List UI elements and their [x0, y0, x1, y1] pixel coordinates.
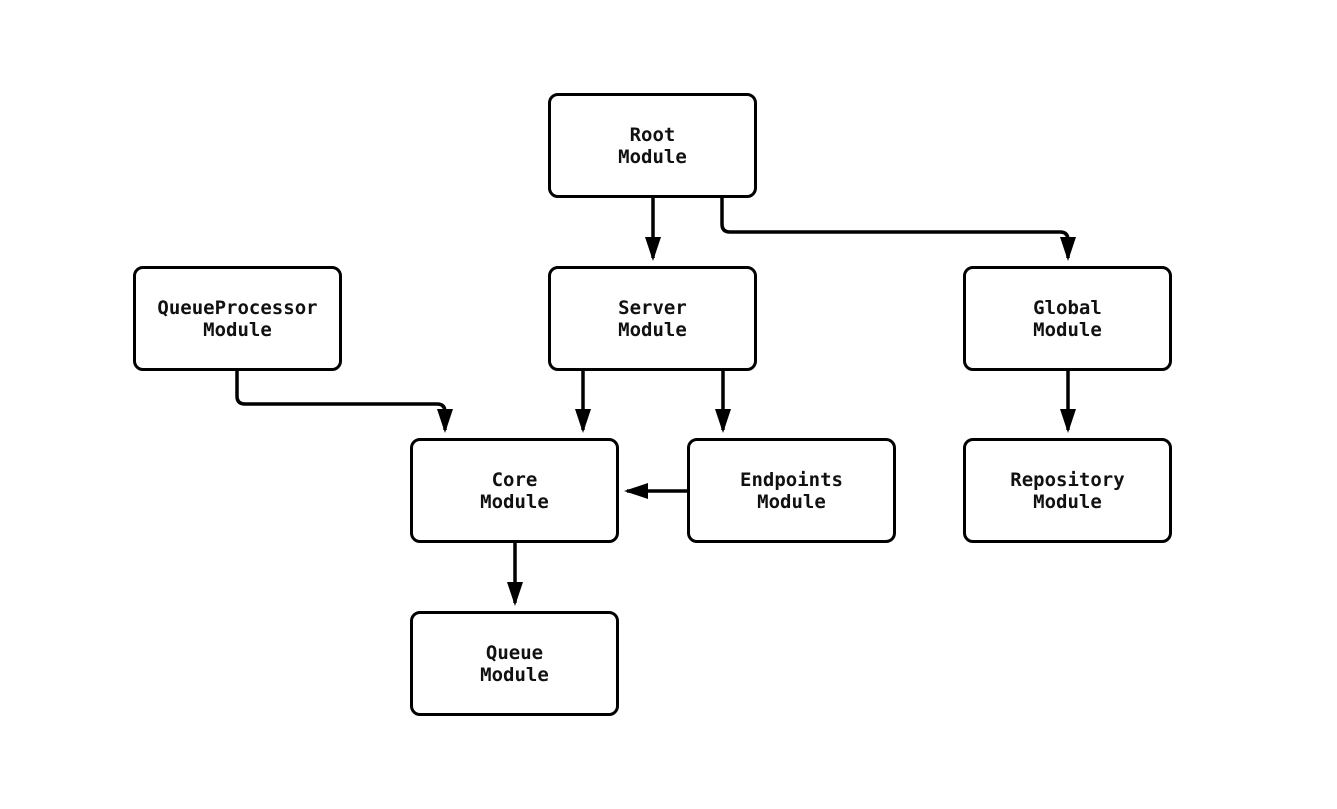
- node-repository-module: Repository Module: [963, 438, 1172, 543]
- edge-root-to-global-arrow: [720, 198, 1076, 261]
- node-queueprocessor-module-label: QueueProcessor Module: [157, 296, 318, 341]
- node-root-module-label: Root Module: [618, 123, 687, 168]
- node-root-module: Root Module: [548, 93, 757, 198]
- edge-queueprocessor-to-core-arrow: [235, 370, 453, 433]
- node-global-module-label: Global Module: [1033, 296, 1102, 341]
- node-endpoints-module-label: Endpoints Module: [740, 468, 843, 513]
- node-queueprocessor-module: QueueProcessor Module: [133, 266, 342, 371]
- node-core-module-label: Core Module: [480, 468, 549, 513]
- node-repository-module-label: Repository Module: [1010, 468, 1125, 513]
- node-core-module: Core Module: [410, 438, 619, 543]
- node-queue-module: Queue Module: [410, 611, 619, 716]
- node-server-module: Server Module: [548, 266, 757, 371]
- node-queue-module-label: Queue Module: [480, 641, 549, 686]
- node-endpoints-module: Endpoints Module: [687, 438, 896, 543]
- node-server-module-label: Server Module: [618, 296, 687, 341]
- node-global-module: Global Module: [963, 266, 1172, 371]
